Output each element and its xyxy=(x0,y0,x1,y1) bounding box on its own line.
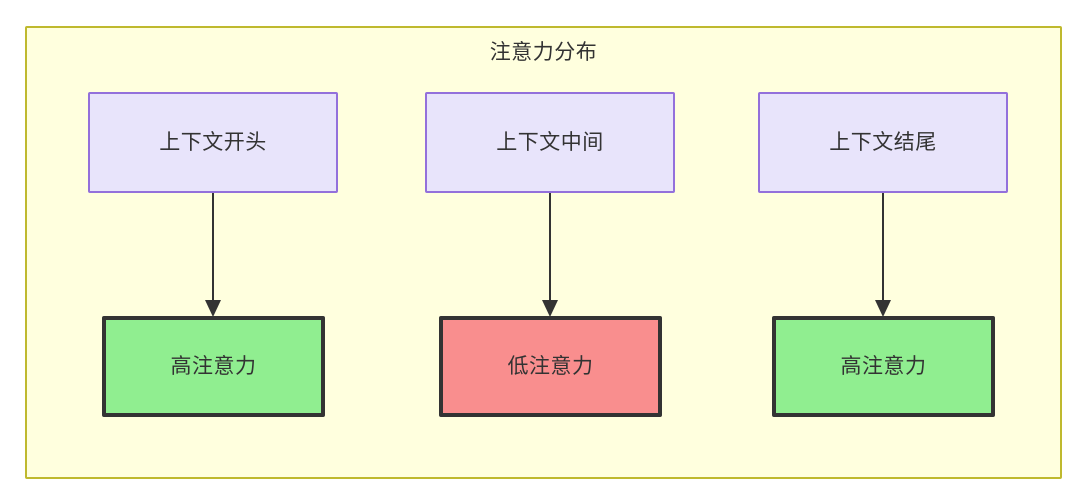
node-label: 上下文结尾 xyxy=(829,131,937,154)
node-attn-low-middle[interactable]: 低注意力 xyxy=(439,316,662,417)
node-label: 高注意力 xyxy=(170,355,257,378)
node-label: 上下文中间 xyxy=(496,131,604,154)
node-ctx-start[interactable]: 上下文开头 xyxy=(88,92,338,193)
subgraph-title: 注意力分布 xyxy=(489,41,598,64)
node-ctx-middle[interactable]: 上下文中间 xyxy=(425,92,675,193)
node-attn-high-right[interactable]: 高注意力 xyxy=(772,316,995,417)
node-label: 低注意力 xyxy=(507,355,594,378)
node-label: 高注意力 xyxy=(840,355,927,378)
node-attn-high-left[interactable]: 高注意力 xyxy=(102,316,325,417)
node-ctx-end[interactable]: 上下文结尾 xyxy=(758,92,1008,193)
node-label: 上下文开头 xyxy=(159,131,267,154)
